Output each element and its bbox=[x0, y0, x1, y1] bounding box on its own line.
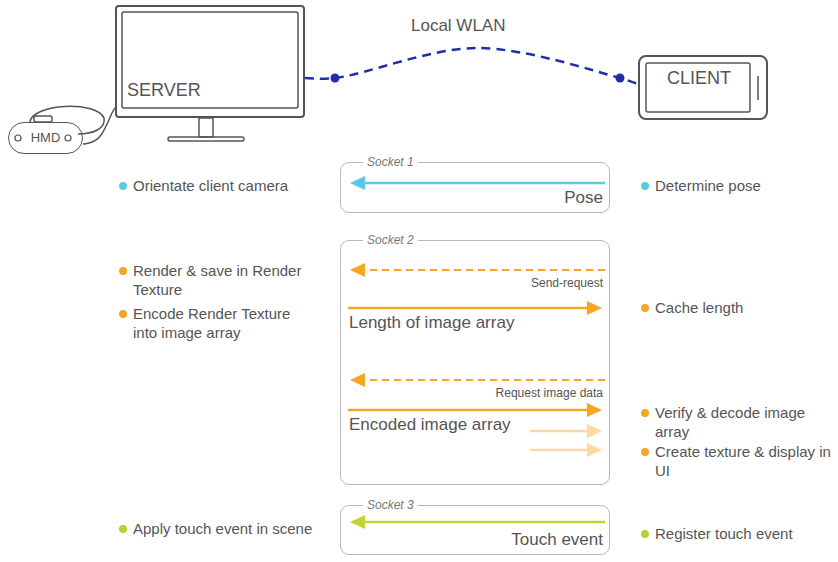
step-note: Orientate client camera bbox=[133, 177, 318, 196]
step-note: Render & save in Render Texture bbox=[133, 262, 318, 300]
arrow-head bbox=[350, 176, 365, 190]
message-label: Pose bbox=[564, 188, 603, 208]
bullet-dot bbox=[641, 530, 649, 538]
bullet-item: Cache length bbox=[655, 299, 835, 318]
bullet-dot bbox=[641, 409, 649, 417]
socket-box: Socket 3Touch event bbox=[340, 505, 610, 555]
message-label: Touch event bbox=[511, 530, 603, 550]
hmd-lens bbox=[15, 135, 21, 141]
hmd-lens bbox=[65, 135, 71, 141]
message-label: Encoded image array bbox=[349, 415, 511, 435]
bullet-dot bbox=[641, 448, 649, 456]
bullet-item: Encode Render Texture into image array bbox=[133, 305, 318, 343]
arrow-head bbox=[587, 301, 602, 315]
touch-arrow bbox=[362, 521, 605, 524]
step-note: Determine pose bbox=[655, 177, 835, 196]
bullet-item: Orientate client camera bbox=[133, 177, 318, 196]
server-monitor: SERVER bbox=[115, 5, 305, 118]
bullet-item: Render & save in Render Texture bbox=[133, 262, 318, 300]
arrow-head bbox=[587, 443, 602, 457]
bullet-dot bbox=[641, 182, 649, 190]
monitor-neck bbox=[199, 118, 213, 137]
socket-name: Socket 3 bbox=[363, 498, 418, 512]
step-note: Verify & decode image array bbox=[655, 404, 835, 442]
data-arrow-faded bbox=[530, 430, 590, 433]
socket-box: Socket 1Pose bbox=[340, 162, 610, 213]
message-label: Length of image array bbox=[349, 313, 514, 333]
request-arrow bbox=[362, 269, 605, 271]
device-name: SERVER bbox=[127, 80, 201, 102]
request-arrow bbox=[362, 379, 605, 381]
bullet-item: Create texture & display in UI bbox=[655, 443, 835, 481]
step-note: Register touch event bbox=[655, 525, 835, 544]
socket-box: Socket 2Send-requestLength of image arra… bbox=[340, 240, 610, 485]
data-arrow-faded bbox=[530, 449, 590, 452]
client-tablet: CLIENT bbox=[638, 55, 768, 120]
bullet-dot bbox=[119, 525, 127, 533]
arrow-head bbox=[350, 373, 365, 387]
step-note: Encode Render Texture into image array bbox=[133, 305, 318, 343]
socket-name: Socket 1 bbox=[363, 155, 418, 169]
arrow-head bbox=[350, 263, 365, 277]
bullet-item: Verify & decode image array bbox=[655, 404, 835, 442]
arrow-head bbox=[587, 403, 602, 417]
data-arrow bbox=[348, 409, 590, 412]
bullet-item: Determine pose bbox=[655, 177, 835, 196]
socket-name: Socket 2 bbox=[363, 233, 418, 247]
message-label: Send-request bbox=[531, 276, 603, 290]
tablet-button bbox=[757, 76, 759, 100]
monitor-screen bbox=[122, 12, 298, 108]
bullet-item: Apply touch event in scene bbox=[133, 520, 318, 539]
hmd-strap bbox=[30, 106, 104, 134]
bullet-item: Register touch event bbox=[655, 525, 835, 544]
arrow-head bbox=[587, 424, 602, 438]
message-label: Request image data bbox=[496, 386, 603, 400]
hmd-headset: HMD bbox=[8, 122, 83, 154]
arrow-head bbox=[350, 515, 365, 529]
step-note: Apply touch event in scene bbox=[133, 520, 318, 539]
tablet-screen bbox=[646, 63, 750, 112]
device-name: HMD bbox=[9, 130, 82, 146]
hmd-cable bbox=[83, 108, 115, 144]
device-name: CLIENT bbox=[667, 68, 731, 90]
bullet-dot bbox=[119, 182, 127, 190]
bullet-dot bbox=[641, 304, 649, 312]
step-note: Create texture & display in UI bbox=[655, 443, 835, 481]
wlan-link bbox=[305, 48, 638, 84]
monitor-base bbox=[168, 137, 244, 141]
data-arrow bbox=[348, 307, 590, 310]
pose-arrow bbox=[362, 182, 605, 185]
bullet-dot bbox=[119, 310, 127, 318]
step-note: Cache length bbox=[655, 299, 835, 318]
bullet-dot bbox=[119, 267, 127, 275]
link-label: Local WLAN bbox=[408, 16, 508, 36]
